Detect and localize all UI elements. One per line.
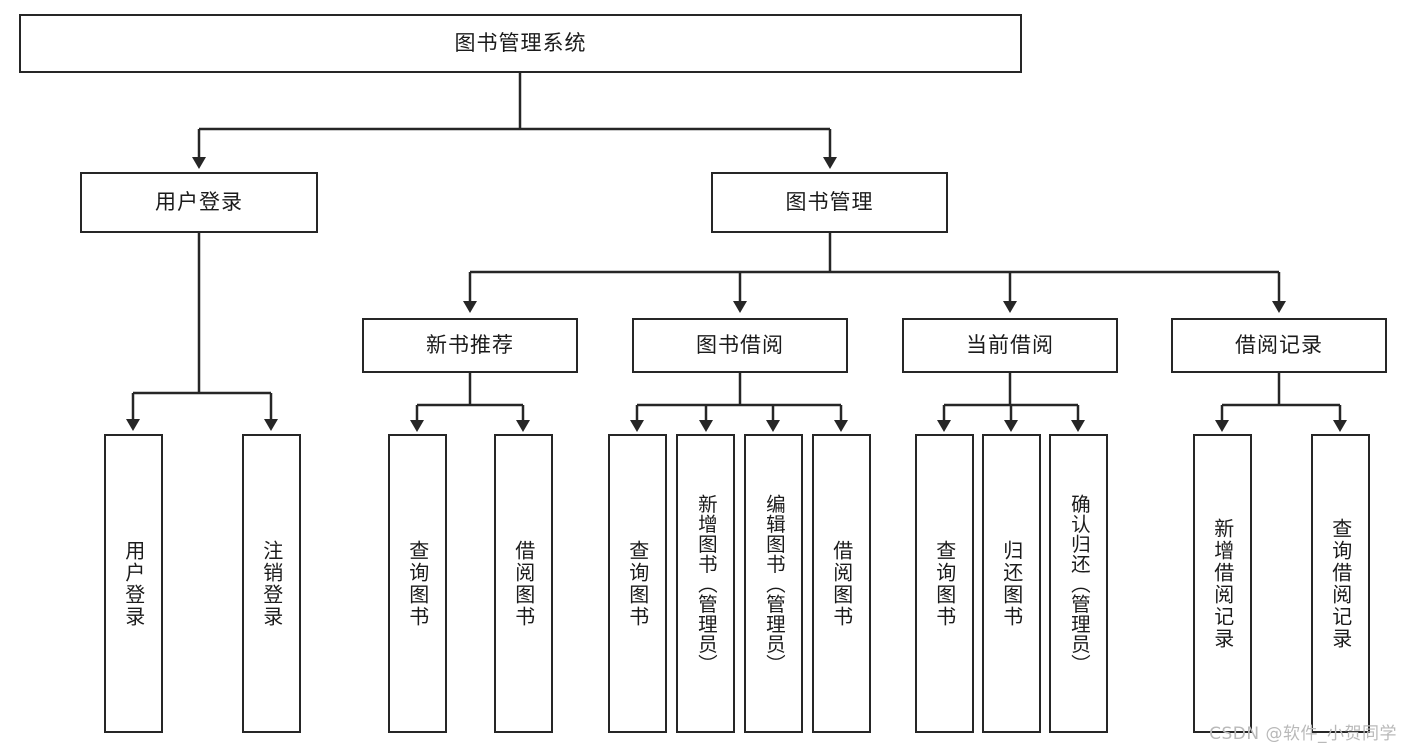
leaf-borrow-book-new-book[interactable]: 借阅图书: [494, 434, 553, 733]
node-user-login[interactable]: 用户登录: [80, 172, 318, 233]
leaf-user-login[interactable]: 用户登录: [104, 434, 163, 733]
leaf-query-book-current[interactable]: 查询图书: [915, 434, 974, 733]
wire-user-login-to-leaves: [126, 233, 278, 431]
wire-root-to-level2: [192, 73, 837, 169]
node-book-borrow[interactable]: 图书借阅: [632, 318, 848, 373]
node-label: 图书借阅: [696, 333, 784, 358]
node-label: 查询图书: [625, 539, 650, 628]
leaf-confirm-return-admin[interactable]: 确认归还（管理员）: [1049, 434, 1108, 733]
leaf-add-borrow-record[interactable]: 新增借阅记录: [1193, 434, 1252, 733]
leaf-query-book-new-book[interactable]: 查询图书: [388, 434, 447, 733]
leaf-query-borrow-record[interactable]: 查询借阅记录: [1311, 434, 1370, 733]
node-book-management[interactable]: 图书管理: [711, 172, 948, 233]
node-label: 借阅图书: [829, 539, 854, 628]
leaf-add-book-admin[interactable]: 新增图书（管理员）: [676, 434, 735, 733]
node-label: 新增图书（管理员）: [694, 493, 718, 674]
node-label: 归还图书: [999, 539, 1024, 628]
wire-book-borrow-to-leaves: [630, 373, 848, 432]
node-label: 借阅图书: [511, 539, 536, 628]
wire-book-manage-to-level3: [463, 233, 1286, 313]
node-label: 新增借阅记录: [1210, 517, 1235, 650]
node-label: 用户登录: [121, 539, 146, 628]
node-label: 用户登录: [155, 190, 243, 215]
wire-borrow-record-to-leaves: [1215, 373, 1347, 432]
node-new-book-recommend[interactable]: 新书推荐: [362, 318, 578, 373]
node-label: 图书管理: [785, 190, 874, 215]
wire-current-borrow-to-leaves: [937, 373, 1085, 432]
node-current-borrow[interactable]: 当前借阅: [902, 318, 1118, 373]
node-root-book-management-system[interactable]: 图书管理系统: [19, 14, 1022, 73]
node-label: 当前借阅: [966, 333, 1054, 358]
csdn-watermark: CSDN @软件_小贺同学: [1209, 724, 1397, 744]
node-label: 新书推荐: [426, 333, 514, 358]
leaf-edit-book-admin[interactable]: 编辑图书（管理员）: [744, 434, 803, 733]
node-label: 查询图书: [932, 539, 957, 628]
wire-new-book-to-leaves: [410, 373, 530, 432]
leaf-borrow-book-borrow[interactable]: 借阅图书: [812, 434, 871, 733]
node-label: 借阅记录: [1235, 333, 1323, 358]
node-label: 注销登录: [259, 539, 284, 628]
node-label: 查询图书: [405, 539, 430, 628]
node-borrow-record[interactable]: 借阅记录: [1171, 318, 1387, 373]
node-label: 确认归还（管理员）: [1067, 493, 1091, 674]
node-label: 查询借阅记录: [1328, 517, 1353, 650]
node-label: 图书管理系统: [454, 31, 587, 56]
leaf-return-book[interactable]: 归还图书: [982, 434, 1041, 733]
leaf-query-book-borrow[interactable]: 查询图书: [608, 434, 667, 733]
node-label: 编辑图书（管理员）: [762, 493, 786, 674]
leaf-logout-login[interactable]: 注销登录: [242, 434, 301, 733]
